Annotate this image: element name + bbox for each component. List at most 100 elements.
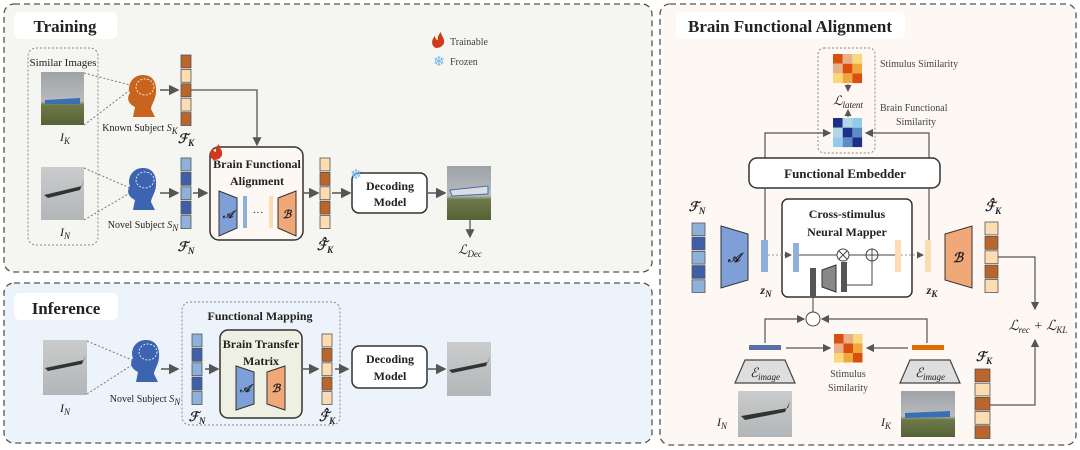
label-f-hat-k: ℱ̂K: [317, 237, 334, 255]
vector-cell: [180, 83, 192, 98]
z-n-bar: [761, 240, 768, 272]
vector-cell: [191, 376, 203, 391]
label-z-k: zK: [926, 283, 939, 299]
brain-similarity-line1: Brain Functional: [880, 103, 948, 114]
functional-embedder-label: Functional Embedder: [784, 166, 906, 181]
bfa-title-line1: Brain Functional: [213, 157, 301, 171]
label-z-n: zN: [759, 283, 772, 299]
heatmap-cell: [852, 63, 863, 74]
known-image-embedding: [912, 345, 944, 350]
similar-images-label: Similar Images: [30, 57, 97, 69]
brain-pattern: [138, 343, 158, 361]
stimulus-similarity-label-top: Stimulus Similarity: [880, 59, 958, 70]
head-shape: [128, 168, 157, 210]
vector-cell: [180, 97, 192, 112]
head-shape: [128, 75, 157, 117]
heatmap-cell: [833, 127, 843, 138]
heatmap-cell: [852, 137, 863, 148]
bfa-panel: Brain Functional Alignment Stimulus Simi…: [659, 3, 1077, 446]
heatmap-cell: [834, 353, 844, 363]
svg-text:ℰimage: ℰimage: [750, 365, 780, 382]
f-known-vector: [974, 368, 991, 439]
inference-title: Inference: [32, 299, 101, 318]
vector-cell: [321, 347, 333, 362]
heatmap-cell: [834, 334, 844, 344]
heatmap-cell: [833, 63, 843, 74]
label-f-n: ℱN: [189, 409, 206, 426]
vector-cell: [691, 236, 706, 251]
snowflake-icon: ❄: [350, 168, 362, 183]
decoding-model-training[interactable]: Decoding Model: [351, 172, 428, 214]
vector-cell: [984, 235, 999, 250]
similar-images-group: [27, 47, 99, 246]
known-subject-label: Known Subject SK: [102, 123, 178, 136]
novel-subject-head-icon: [128, 168, 157, 210]
latent-loss-group: [817, 47, 876, 154]
stimulus-similarity-heatmap-top: [833, 54, 863, 84]
btm-line2: Matrix: [243, 354, 279, 368]
heatmap-cell: [842, 137, 853, 148]
heatmap-cell: [833, 137, 843, 148]
heatmap-cell: [843, 353, 853, 363]
cross-stimulus-neural-mapper[interactable]: Cross-stimulus Neural Mapper: [781, 198, 913, 298]
f-novel-vector: [180, 157, 192, 229]
module-b-label: ℬ: [953, 250, 965, 265]
f-known-vector: [180, 54, 192, 126]
vector-cell: [691, 222, 706, 237]
label-i-n: IN: [716, 415, 728, 431]
functional-embedder[interactable]: Functional Embedder: [748, 157, 941, 189]
vector-cell: [974, 425, 991, 439]
f-novel-vector: [691, 222, 706, 293]
vector-cell: [974, 411, 991, 425]
flame-icon: [432, 32, 445, 48]
vector-cell: [319, 157, 331, 172]
vector-cell: [319, 171, 331, 186]
heatmap-cell: [833, 54, 843, 64]
vector-cell: [180, 200, 192, 215]
vector-cell: [319, 200, 331, 215]
image-encoder-right: ℰimage: [899, 359, 961, 384]
btm-line1: Brain Transfer: [223, 337, 300, 351]
stimulus-label-line2: Similarity: [828, 383, 868, 394]
vector-cell: [180, 69, 192, 83]
novel-subject-label: Novel Subject SN: [108, 220, 179, 233]
encoder-a-shape: [720, 225, 749, 289]
heatmap-cell: [852, 127, 863, 138]
brain-pattern: [135, 171, 155, 189]
module-b-label: ℬ: [283, 209, 293, 221]
label-f-hat-k: ℱ̂K: [319, 408, 336, 426]
brain-functional-alignment-module[interactable]: Brain Functional Alignment 𝒜 ··· ℬ: [209, 144, 304, 241]
decoding-line2: Model: [374, 195, 407, 209]
label-f-k: ℱK: [178, 131, 195, 148]
brain-transfer-matrix[interactable]: Brain Transfer Matrix 𝒜 ℬ: [219, 329, 303, 419]
vector-cell: [321, 362, 333, 377]
inference-panel: Inference IN Novel Subject SN Functional…: [3, 282, 653, 444]
vector-cell: [319, 215, 331, 229]
vector-cell: [180, 157, 192, 172]
label-i-n: IN: [59, 225, 71, 241]
heatmap-cell: [842, 118, 853, 128]
vector-cell: [321, 391, 333, 405]
brain-functional-similarity-heatmap: [833, 118, 863, 148]
brain-similarity-line2: Similarity: [896, 117, 936, 128]
vector-cell: [191, 391, 203, 405]
vector-cell: [191, 347, 203, 362]
stimulus-label-line1: Stimulus: [830, 369, 866, 380]
vector-cell: [180, 186, 192, 201]
vector-cell: [180, 215, 192, 229]
decoder-b-shape: [944, 225, 973, 289]
decoder-b-shape: [277, 190, 297, 237]
vector-cell: [984, 264, 999, 279]
f-hat-known-vector: [984, 221, 999, 293]
svg-text:ℰimage: ℰimage: [915, 365, 945, 382]
loss-rec-kl: ℒrec + ℒKL: [1009, 319, 1068, 335]
vector-cell: [974, 382, 991, 397]
decoding-model-inference[interactable]: Decoding Model: [351, 345, 428, 389]
heatmap-cell: [843, 343, 853, 353]
vector-cell: [984, 279, 999, 293]
vector-cell: [691, 279, 706, 293]
training-title: Training: [34, 17, 97, 36]
ellipsis: ···: [253, 207, 264, 219]
heatmap-cell: [843, 334, 853, 344]
heatmap-cell: [833, 118, 843, 128]
